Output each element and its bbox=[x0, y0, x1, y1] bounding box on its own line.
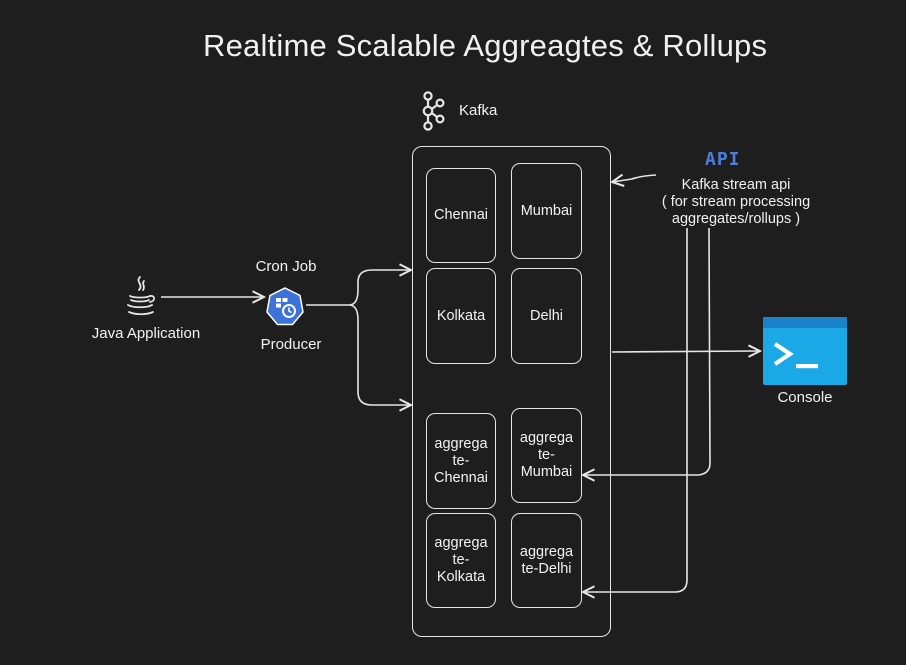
api-description-line-1: Kafka stream api bbox=[681, 177, 791, 193]
topic-chennai-label: Chennai bbox=[433, 207, 488, 223]
producer-label: Producer bbox=[260, 336, 322, 353]
topic-aggregate-kolkata: aggrega te- Kolkata bbox=[426, 513, 496, 608]
aggregate-delhi-line-1: aggrega bbox=[519, 543, 574, 560]
topic-kolkata: Kolkata bbox=[426, 268, 496, 364]
aggregate-chennai-line-1: aggrega bbox=[434, 435, 488, 452]
aggregate-kolkata-line-3: Kolkata bbox=[436, 569, 486, 585]
topic-delhi-label: Delhi bbox=[529, 307, 564, 324]
api-description-line-3: aggregates/rollups ) bbox=[671, 211, 801, 227]
kafka-cluster-frame bbox=[412, 146, 611, 637]
arrow-producer-to-lower-topics bbox=[349, 304, 411, 405]
kafka-label: Kafka bbox=[459, 102, 498, 119]
kafka-logo-icon bbox=[422, 91, 445, 131]
arrow-kafka-to-console bbox=[611, 351, 760, 352]
arrow-api-to-aggregate-mumbai bbox=[583, 227, 711, 475]
aggregate-chennai-line-3: Chennai bbox=[433, 469, 488, 486]
cron-job-label: Cron Job bbox=[255, 258, 317, 275]
arrow-api-to-kafka bbox=[612, 175, 657, 182]
topic-mumbai: Mumbai bbox=[511, 163, 582, 259]
api-description-line-2: ( for stream processing bbox=[661, 194, 811, 210]
topic-aggregate-delhi: aggrega te-Delhi bbox=[511, 513, 582, 608]
topic-mumbai-label: Mumbai bbox=[520, 202, 573, 219]
topic-aggregate-chennai: aggrega te- Chennai bbox=[426, 413, 496, 509]
aggregate-delhi-line-2: te-Delhi bbox=[521, 560, 572, 577]
java-coffee-icon bbox=[127, 276, 156, 316]
console-label: Console bbox=[777, 389, 833, 406]
api-badge: API bbox=[705, 149, 741, 170]
java-application-label: Java Application bbox=[91, 325, 201, 342]
topic-kolkata-label: Kolkata bbox=[436, 307, 486, 324]
arrow-api-to-aggregate-delhi bbox=[583, 228, 688, 592]
aggregate-kolkata-line-1: aggrega bbox=[434, 535, 488, 551]
terminal-icon bbox=[763, 317, 847, 385]
aggregate-mumbai-line-2: te- bbox=[538, 447, 555, 463]
topic-aggregate-mumbai: aggrega te- Mumbai bbox=[511, 408, 582, 503]
topic-delhi: Delhi bbox=[511, 268, 582, 364]
cronjob-hexagon-icon bbox=[266, 287, 304, 326]
topic-chennai: Chennai bbox=[426, 168, 496, 263]
diagram-title: Realtime Scalable Aggreagtes & Rollups bbox=[203, 28, 768, 63]
aggregate-mumbai-line-1: aggrega bbox=[519, 430, 574, 446]
api-description: Kafka stream api ( for stream processing… bbox=[662, 177, 810, 228]
arrow-producer-to-upper-topics bbox=[349, 270, 411, 306]
aggregate-chennai-line-2: te- bbox=[452, 452, 470, 469]
aggregate-kolkata-line-2: te- bbox=[452, 552, 470, 568]
aggregate-mumbai-line-3: Mumbai bbox=[520, 464, 573, 480]
